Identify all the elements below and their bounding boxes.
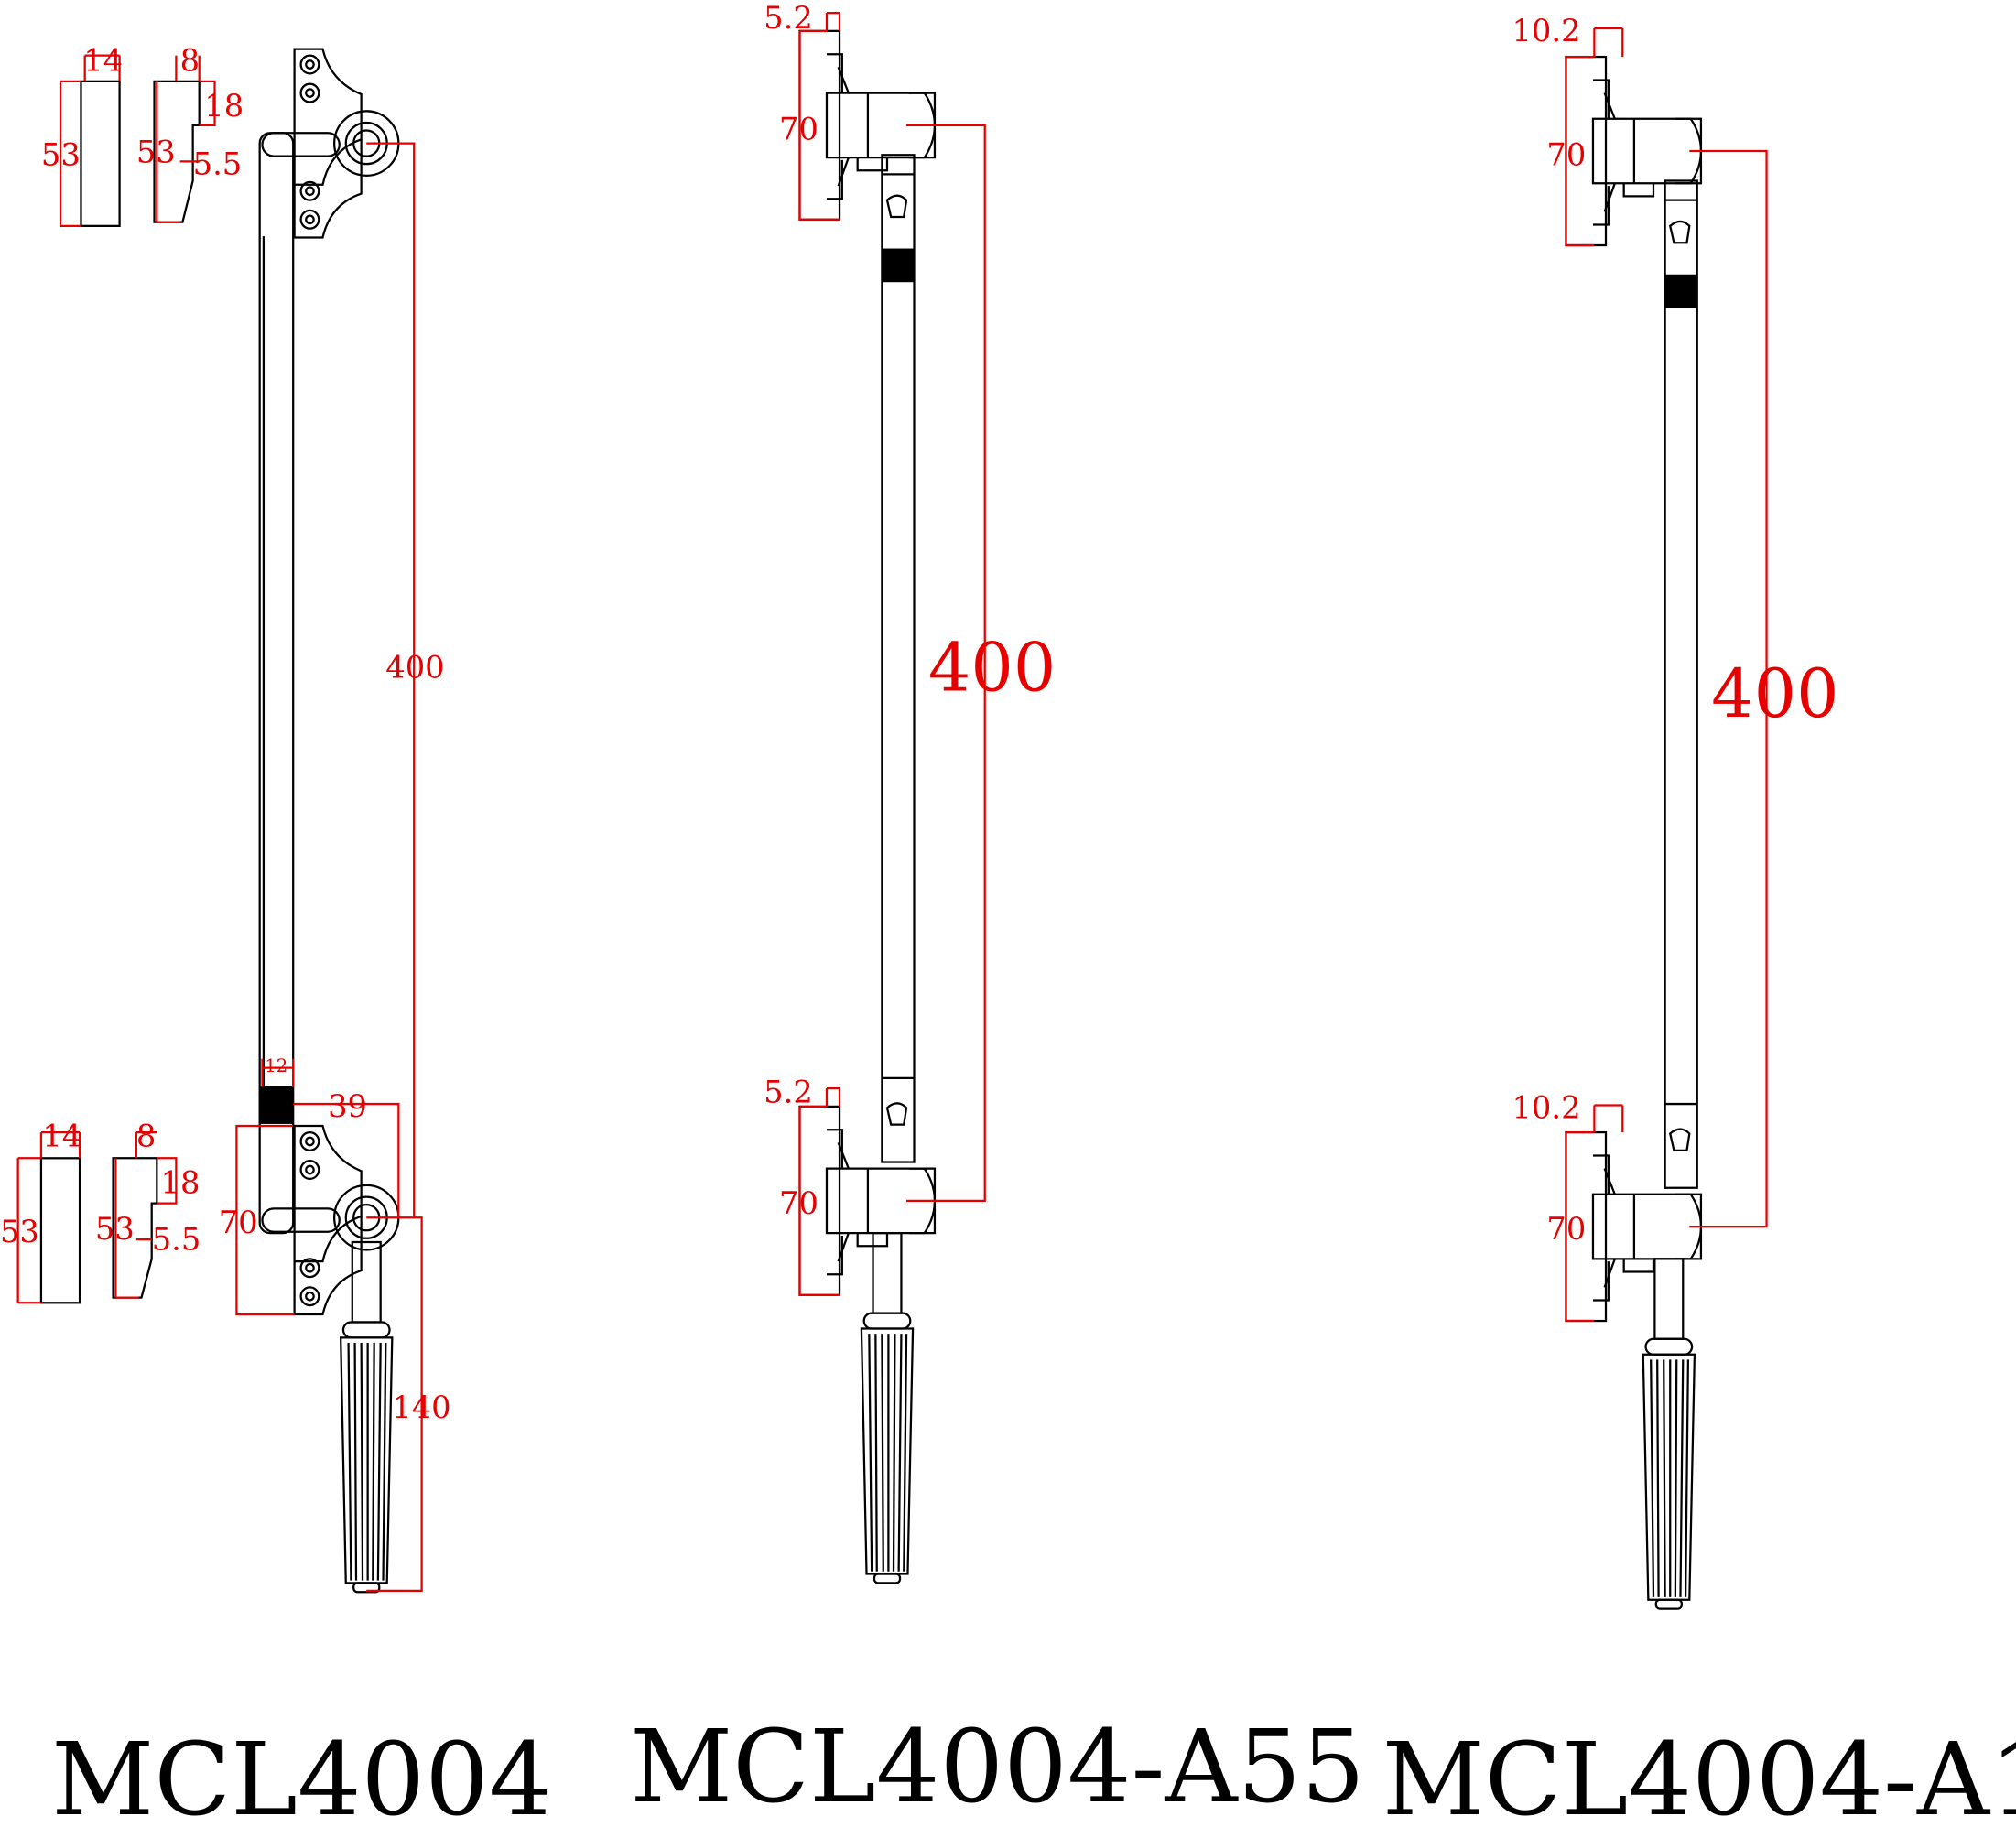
dim-bottom-height: 70 xyxy=(1546,1211,1586,1247)
product-mcl4004-a55: 5.2 70 400 5.2 70 MCL4004-A55 xyxy=(630,0,1365,1825)
product-title: MCL4004-A55 xyxy=(630,1708,1365,1825)
dim-bottom-profile2-height: 53 xyxy=(95,1211,135,1247)
bottom-bracket xyxy=(1565,1130,1703,1323)
dim-top-profile2-width: 8 xyxy=(180,43,200,79)
dim-bottom-profile2-step: 5.5 xyxy=(152,1221,201,1257)
dim-bottom-profile2-offset: 18 xyxy=(161,1164,201,1200)
stop-block xyxy=(258,1086,294,1124)
top-pivot-bracket xyxy=(293,48,363,239)
dim-top-profile2-offset: 18 xyxy=(204,88,244,124)
profile-section-top: 14 53 8 18 53 5.5 xyxy=(41,43,244,227)
dim-bottom-profile1-height: 53 xyxy=(0,1214,39,1249)
product-mcl4004-a10: 10.2 70 400 10.2 70 MCL4004-A10 xyxy=(1382,13,2016,1827)
dim-top-profile2-height: 53 xyxy=(136,135,176,170)
dim-bottom-profile2-width: 8 xyxy=(136,1119,156,1154)
product-mcl4004: 14 53 8 18 53 5.5 14 53 8 18 53 5.5 xyxy=(0,43,553,1827)
profile-section-bottom: 14 53 8 18 53 5.5 xyxy=(0,1119,201,1304)
stay-rod xyxy=(1664,179,1698,1189)
dim-bottom-offset: 10.2 xyxy=(1512,1090,1581,1126)
dim-bottom-height: 70 xyxy=(779,1185,818,1221)
dim-top-offset: 10.2 xyxy=(1512,13,1581,49)
dim-top-profile2-step: 5.5 xyxy=(193,146,243,181)
dim-length: 400 xyxy=(1711,655,1838,733)
dim-bottom-profile1-width: 14 xyxy=(42,1119,81,1154)
stop-block xyxy=(1664,274,1698,308)
dim-top-profile1-width: 14 xyxy=(83,43,123,79)
product-title: MCL4004-A10 xyxy=(1382,1721,2016,1827)
dim-top-height: 70 xyxy=(1546,136,1586,172)
dim-bracket-height: 70 xyxy=(219,1205,258,1240)
dim-length: 400 xyxy=(928,630,1056,708)
dim-top-profile1-height: 53 xyxy=(41,136,81,172)
dim-length: 400 xyxy=(385,649,444,685)
dim-projection: 39 xyxy=(328,1088,367,1124)
dim-handle: 140 xyxy=(392,1389,450,1425)
handle xyxy=(1642,1258,1696,1610)
handle xyxy=(860,1231,915,1584)
dim-block: 12 xyxy=(265,1055,287,1076)
stay-rod xyxy=(881,154,916,1163)
stop-block xyxy=(881,248,916,283)
product-title: MCL4004 xyxy=(51,1721,552,1827)
dim-top-height: 70 xyxy=(779,111,818,146)
dim-top-offset: 5.2 xyxy=(764,0,813,36)
dim-bottom-offset: 5.2 xyxy=(764,1075,813,1110)
handle xyxy=(340,1240,394,1594)
top-bracket xyxy=(1565,55,1703,247)
